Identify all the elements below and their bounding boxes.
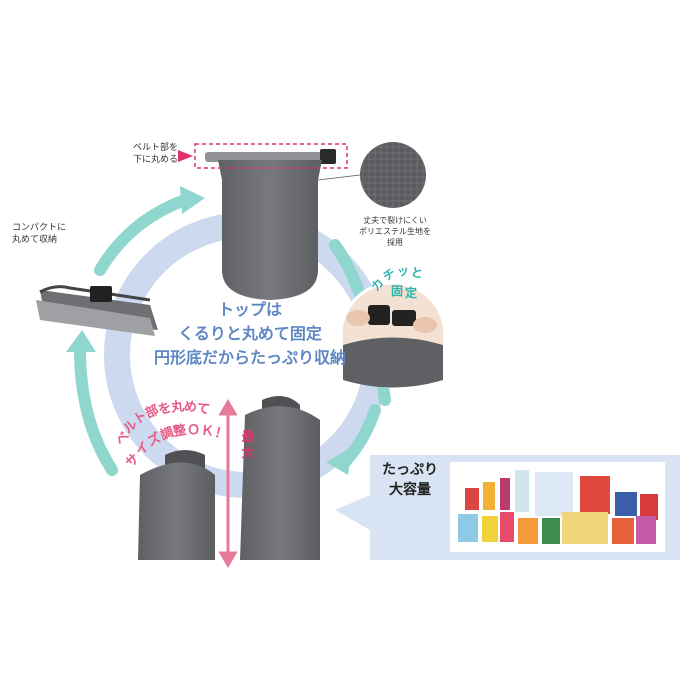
belt-dashed-box xyxy=(194,143,348,169)
compact-label: コンパクトに 丸めて収納 xyxy=(12,222,92,246)
compact-bag xyxy=(36,285,158,336)
kachi-char-5: 固 xyxy=(391,284,404,298)
capacity-line-1: たっぷり xyxy=(382,462,438,478)
max-height-arrow xyxy=(218,399,238,568)
large-bag xyxy=(240,396,320,560)
adj2-c6: Ｏ xyxy=(186,422,201,439)
belt-roll-line-1: ベルト部を xyxy=(132,143,178,153)
fabric-line-2: ポリエステル生地を xyxy=(359,227,431,236)
capacity-title: たっぷり 大容量 xyxy=(380,460,440,500)
fabric-label: 丈夫で裂けにくい ポリエステル生地を 採用 xyxy=(340,215,450,248)
pink-pointer xyxy=(178,150,193,162)
fabric-line-1: 丈夫で裂けにくい xyxy=(363,216,427,225)
compact-line-2: 丸めて収納 xyxy=(12,235,58,245)
center-line-3: 円形底だからたっぷり収納 xyxy=(153,348,346,367)
buckle-closeup xyxy=(339,281,447,389)
adj2-c8: ！ xyxy=(212,425,230,444)
compact-line-1: コンパクトに xyxy=(12,223,67,233)
belt-roll-line-2: 下に丸める xyxy=(132,155,178,165)
kachi-char-3: ッ xyxy=(395,263,411,279)
center-caption: トップは くるりと丸めて固定 円形底だからたっぷり収納 xyxy=(130,298,370,370)
max-label: 最大 xyxy=(241,430,255,461)
arrow-heads xyxy=(66,186,352,475)
fabric-closeup xyxy=(317,142,426,208)
kachi-char-4: と xyxy=(409,265,425,281)
belt-adjust-label: ベ ル ト 部 を 丸 め て サ イ ズ 調 整 Ｏ Ｋ ！ xyxy=(105,398,245,478)
adj2-c5: 整 xyxy=(172,422,188,440)
capacity-panel xyxy=(335,455,680,560)
capacity-line-2: 大容量 xyxy=(389,482,431,498)
kachitto-label: カ チ ッ と 固 定 xyxy=(367,262,467,308)
adj1-c8: て xyxy=(195,400,211,418)
center-line-1: トップは xyxy=(217,300,282,319)
belt-roll-label: ベルト部を 下に丸める xyxy=(126,142,178,166)
small-bag xyxy=(138,450,215,560)
center-line-2: くるりと丸めて固定 xyxy=(178,324,322,343)
fabric-line-3: 採用 xyxy=(387,238,403,247)
top-bag xyxy=(205,149,336,300)
kachi-char-6: 定 xyxy=(405,286,418,300)
